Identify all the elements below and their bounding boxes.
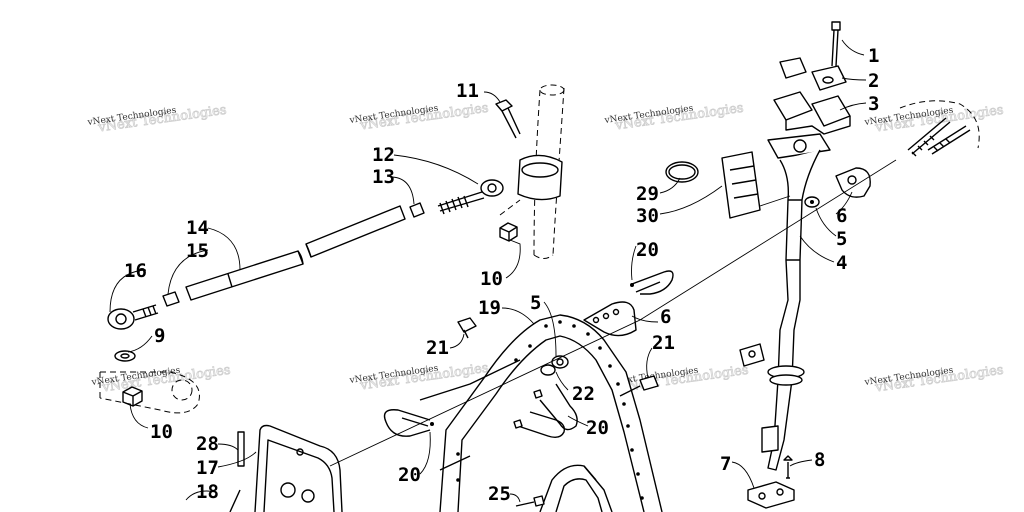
callout-20-middle: 20 <box>586 417 609 439</box>
callout-29: 29 <box>636 183 659 205</box>
callout-20-upper: 20 <box>636 239 659 261</box>
part-clip-21-left <box>457 317 477 339</box>
part-nut-10-upper <box>499 222 518 242</box>
callout-19: 19 <box>478 297 501 319</box>
part-bracket-6-lower <box>583 301 637 337</box>
callout-14: 14 <box>186 217 209 239</box>
part-lower-bracket <box>539 464 613 512</box>
part-jam-nut-13 <box>409 202 425 218</box>
callout-13: 13 <box>372 166 395 188</box>
part-clamp-base-3 <box>773 91 851 135</box>
watermark: vNext Technologies vNext Technologies <box>863 362 1005 396</box>
callout-18: 18 <box>196 481 219 503</box>
part-screw-8 <box>783 455 793 479</box>
part-snap-ring-29 <box>665 161 699 183</box>
callout-22: 22 <box>572 383 595 405</box>
callout-11: 11 <box>456 80 479 102</box>
part-lower-bearing-7 <box>747 481 795 509</box>
callout-21-right: 21 <box>652 332 675 354</box>
callout-9: 9 <box>154 325 165 347</box>
callout-4: 4 <box>836 252 847 274</box>
part-washer-9 <box>114 350 136 362</box>
part-bushing-22 <box>540 355 569 376</box>
watermark: vNext Technologies vNext Technologies <box>90 362 232 396</box>
part-nut-5-upper <box>804 196 820 208</box>
callout-7: 7 <box>720 453 731 475</box>
callout-10-lower: 10 <box>150 421 173 443</box>
callouts: 1 2 3 4 5 5 6 6 7 8 9 10 10 11 12 13 14 … <box>124 45 879 505</box>
watermark: vNext Technologies vNext Technologies <box>348 360 490 394</box>
callout-30: 30 <box>636 205 659 227</box>
callout-25: 25 <box>488 483 511 505</box>
part-steering-arm <box>99 371 200 414</box>
part-frame-19 <box>419 314 663 512</box>
watermark: vNext Technologies vNext Technologies <box>348 100 490 134</box>
callout-2: 2 <box>868 70 879 92</box>
part-bracket-6-upper <box>835 167 871 198</box>
part-u-clip-20-left <box>383 409 434 437</box>
callout-5-middle: 5 <box>530 292 541 314</box>
part-rod-end-12 <box>437 179 504 215</box>
callout-6-middle: 6 <box>660 306 671 328</box>
part-long-bolts <box>899 100 980 157</box>
part-u-clip-20-mid <box>513 383 578 439</box>
part-handlebar-post <box>499 84 565 259</box>
callout-17: 17 <box>196 457 219 479</box>
callout-1: 1 <box>868 45 879 67</box>
part-clamp-cap-2 <box>779 57 847 91</box>
part-bolt-11 <box>495 99 521 139</box>
part-clip-21-right <box>619 375 659 397</box>
part-tie-rod-14 <box>185 205 406 301</box>
part-bolt-1 <box>831 21 841 67</box>
callout-16: 16 <box>124 260 147 282</box>
watermark: vNext Technologies vNext Technologies <box>603 100 745 134</box>
part-rod-end-16 <box>107 304 159 330</box>
watermark: vNext Technologies vNext Technologies <box>863 102 1005 136</box>
part-pad-30 <box>721 151 761 219</box>
callout-21-left: 21 <box>426 337 449 359</box>
callout-6-right: 6 <box>836 205 847 227</box>
part-floor-plate-17 <box>229 424 343 512</box>
callout-3: 3 <box>868 93 879 115</box>
callout-8: 8 <box>814 449 825 471</box>
part-u-clip-20-upper <box>630 270 674 295</box>
callout-15: 15 <box>186 240 209 262</box>
part-jam-nut-15 <box>162 291 180 307</box>
leader-lines <box>109 39 867 503</box>
callout-12: 12 <box>372 144 395 166</box>
part-nut-10-lower <box>122 386 143 407</box>
part-pin-28 <box>237 431 245 467</box>
part-steering-column-4 <box>739 133 831 471</box>
watermark: vNext Technologies vNext Technologies <box>86 102 228 136</box>
part-bolt-25 <box>515 495 545 507</box>
callout-28: 28 <box>196 433 219 455</box>
callout-10-upper: 10 <box>480 268 503 290</box>
callout-20-left: 20 <box>398 464 421 486</box>
callout-5-right: 5 <box>836 228 847 250</box>
